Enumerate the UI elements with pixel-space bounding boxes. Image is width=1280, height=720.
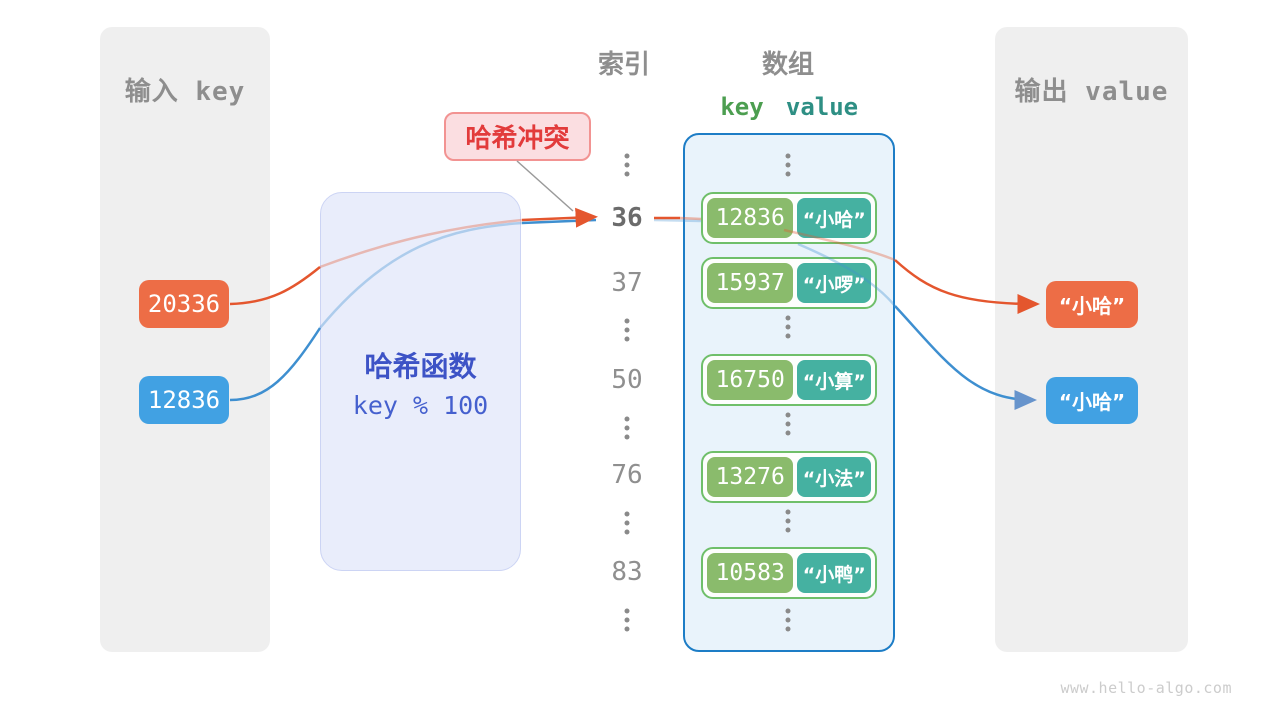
array-ellipsis bbox=[785, 509, 791, 533]
array-value-header: value bbox=[785, 93, 859, 121]
array-row-value: “小哈” bbox=[797, 198, 871, 238]
output-panel: 输出 value bbox=[995, 27, 1188, 652]
array-row: 16750 “小算” bbox=[701, 354, 877, 406]
array-row-value: “小鸭” bbox=[797, 553, 871, 593]
array-row: 15937 “小啰” bbox=[701, 257, 877, 309]
hash-function-box: 哈希函数 key % 100 bbox=[320, 192, 521, 571]
hash-function-formula: key % 100 bbox=[352, 391, 489, 420]
input-key-20336: 20336 bbox=[139, 280, 229, 328]
watermark: www.hello-algo.com bbox=[1060, 679, 1232, 697]
index-ellipsis bbox=[624, 511, 630, 535]
collision-callout-line bbox=[516, 160, 574, 212]
array-row-key: 15937 bbox=[707, 263, 794, 303]
index-ellipsis bbox=[624, 416, 630, 440]
array-row-key: 13276 bbox=[707, 457, 794, 497]
index-ellipsis bbox=[624, 318, 630, 342]
array-row-value: “小啰” bbox=[797, 263, 871, 303]
array-ellipsis bbox=[785, 412, 791, 436]
array-ellipsis bbox=[785, 153, 791, 177]
index-36: 36 bbox=[611, 203, 643, 233]
array-row: 10583 “小鸭” bbox=[701, 547, 877, 599]
array-row: 12836 “小哈” bbox=[701, 192, 877, 244]
output-panel-title: 输出 value bbox=[1014, 77, 1169, 107]
array-column-title: 数组 bbox=[761, 50, 815, 80]
array-row-key: 10583 bbox=[707, 553, 794, 593]
array-row-value: “小法” bbox=[797, 457, 871, 497]
array-ellipsis bbox=[785, 608, 791, 632]
index-83: 83 bbox=[611, 557, 643, 587]
array-row: 13276 “小法” bbox=[701, 451, 877, 503]
array-ellipsis bbox=[785, 315, 791, 339]
input-panel: 输入 key bbox=[100, 27, 270, 652]
output-value-blue: “小哈” bbox=[1046, 377, 1138, 424]
array-row-key: 12836 bbox=[707, 198, 794, 238]
output-value-orange: “小哈” bbox=[1046, 281, 1138, 328]
index-37: 37 bbox=[611, 268, 643, 298]
array-row-key: 16750 bbox=[707, 360, 794, 400]
hash-collision-label: 哈希冲突 bbox=[444, 112, 591, 161]
index-ellipsis bbox=[624, 153, 630, 177]
input-key-12836: 12836 bbox=[139, 376, 229, 424]
array-row-value: “小算” bbox=[797, 360, 871, 400]
input-panel-title: 输入 key bbox=[124, 77, 246, 107]
index-50: 50 bbox=[611, 365, 643, 395]
index-column-title: 索引 bbox=[597, 50, 651, 80]
hash-function-title: 哈希函数 bbox=[364, 350, 477, 383]
array-key-header: key bbox=[720, 93, 764, 121]
index-76: 76 bbox=[611, 460, 643, 490]
index-ellipsis bbox=[624, 608, 630, 632]
